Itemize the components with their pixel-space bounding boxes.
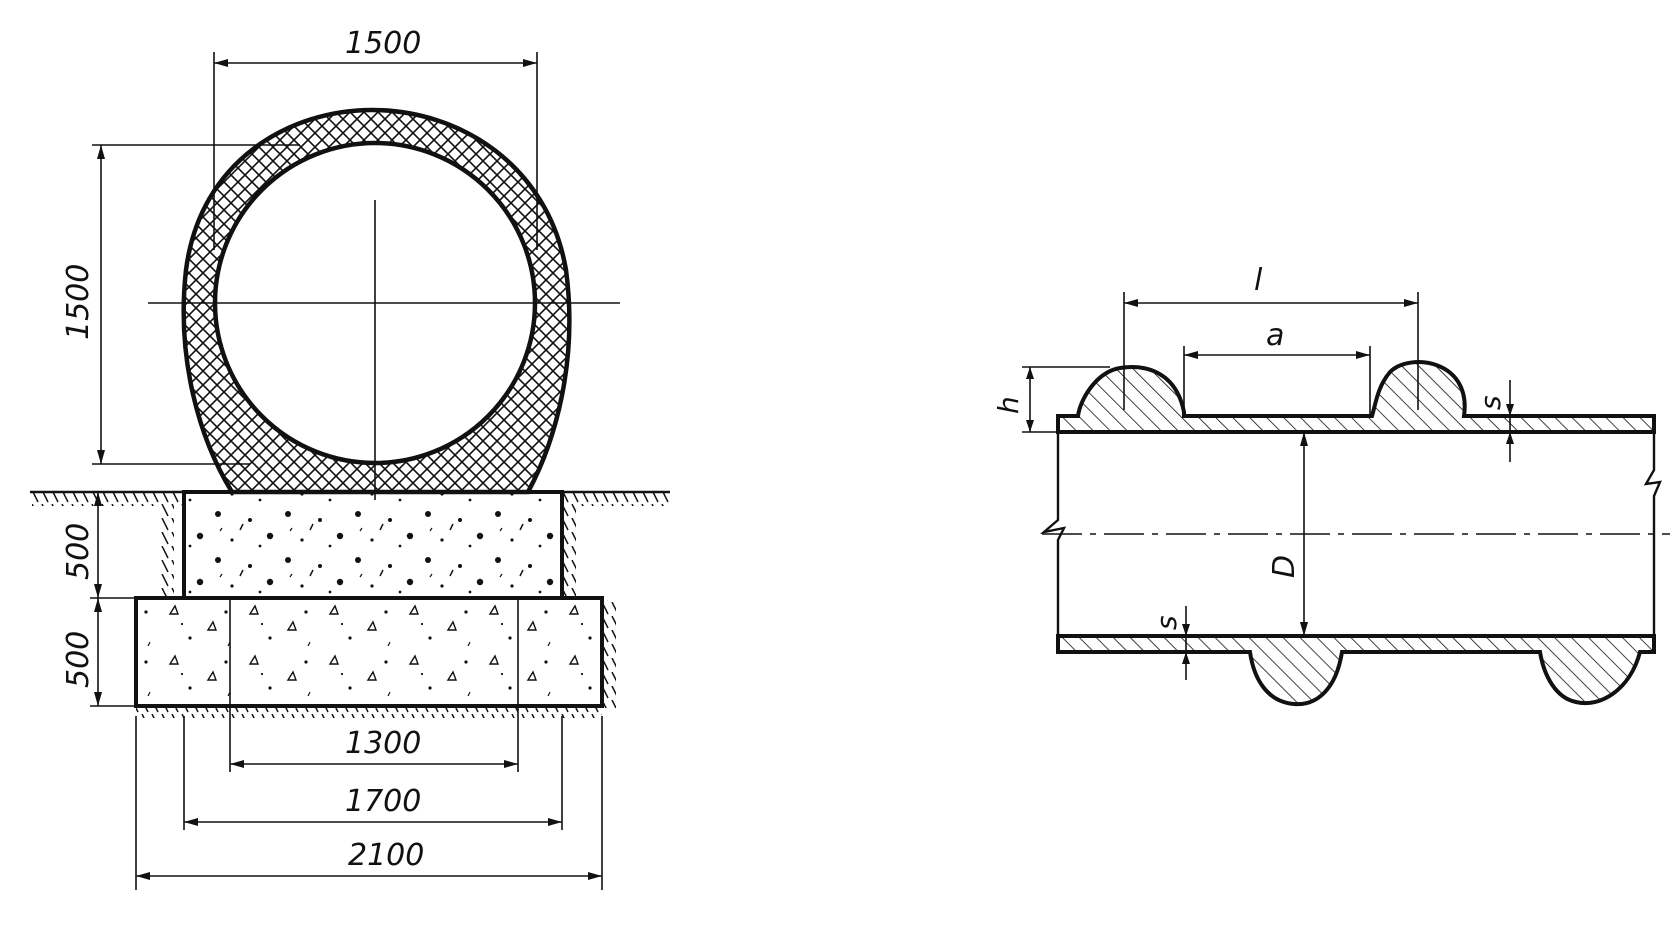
break-mark-left [1039,416,1067,652]
pipe-bottom-wall [1056,634,1656,707]
ground-soil-left [32,492,182,506]
dim-lower-arrow-left [136,872,150,880]
dim-height-arrow-top [1026,367,1034,379]
dim-wall-top-arrow-down [1506,432,1514,444]
foundation-upper-block [182,490,564,600]
dim-flat-arrow-left [1184,351,1198,359]
dim-wall-top-arrow-up [1506,404,1514,416]
pipe-top-wall [1056,360,1656,434]
dim-flat-label: a [1266,318,1284,353]
dim-ring-width-arrow-right [523,59,537,67]
dim-foundation-lower-label: 500 [61,631,96,688]
dim-ring-width-label: 1500 [345,26,421,61]
culvert-section: 1500 1500 500 500 1300 1700 [30,26,670,890]
dim-foundation-arrow-mid-up [94,584,102,598]
dim-inner-arrow-right [504,760,518,768]
dim-wall-bottom-arrow-up [1182,624,1190,636]
ground-soil-right [560,492,670,506]
dim-foundation-arrow-top [94,492,102,506]
soil-bottom [136,706,602,718]
dim-upper-arrow-right [548,818,562,826]
dim-flat-arrow-right [1356,351,1370,359]
dim-foundation-upper-label: 500 [61,523,96,580]
dim-height-arrow-bottom [1026,420,1034,432]
dim-diameter-arrow-bottom [1300,622,1308,636]
dim-height-label: h [992,396,1025,414]
dim-upper-arrow-left [184,818,198,826]
foundation-lower-block [134,596,604,708]
dim-inner-label: 1300 [345,726,421,761]
dim-diameter-label: D [1267,555,1302,578]
dim-lower-arrow-right [588,872,602,880]
break-mark-right [1643,416,1662,652]
dim-wall-bottom-label: s [1150,615,1183,630]
dim-wall-bottom-arrow-down [1182,652,1190,664]
dim-foundation-arrow-bottom [94,692,102,706]
dim-pitch-arrow-left [1124,299,1138,307]
dim-pitch-arrow-right [1404,299,1418,307]
dim-lower-label: 2100 [348,838,424,873]
soil-wall-lower-right [602,600,616,708]
dim-diameter-arrow-top [1300,432,1308,446]
dim-ring-height-arrow-bottom [97,450,105,464]
dim-ring-height-label: 1500 [61,264,96,340]
soil-wall-left [160,506,174,596]
dim-upper-label: 1700 [345,784,421,819]
dim-wall-top-label: s [1474,395,1507,410]
dim-pitch-label: l [1254,263,1263,298]
corrugated-pipe-section: l a h s s D [992,263,1670,707]
dim-ring-width-arrow-left [214,59,228,67]
soil-wall-right [562,506,576,596]
dim-foundation-arrow-mid-down [94,598,102,612]
dim-inner-arrow-left [230,760,244,768]
dim-ring-height-arrow-top [97,145,105,159]
